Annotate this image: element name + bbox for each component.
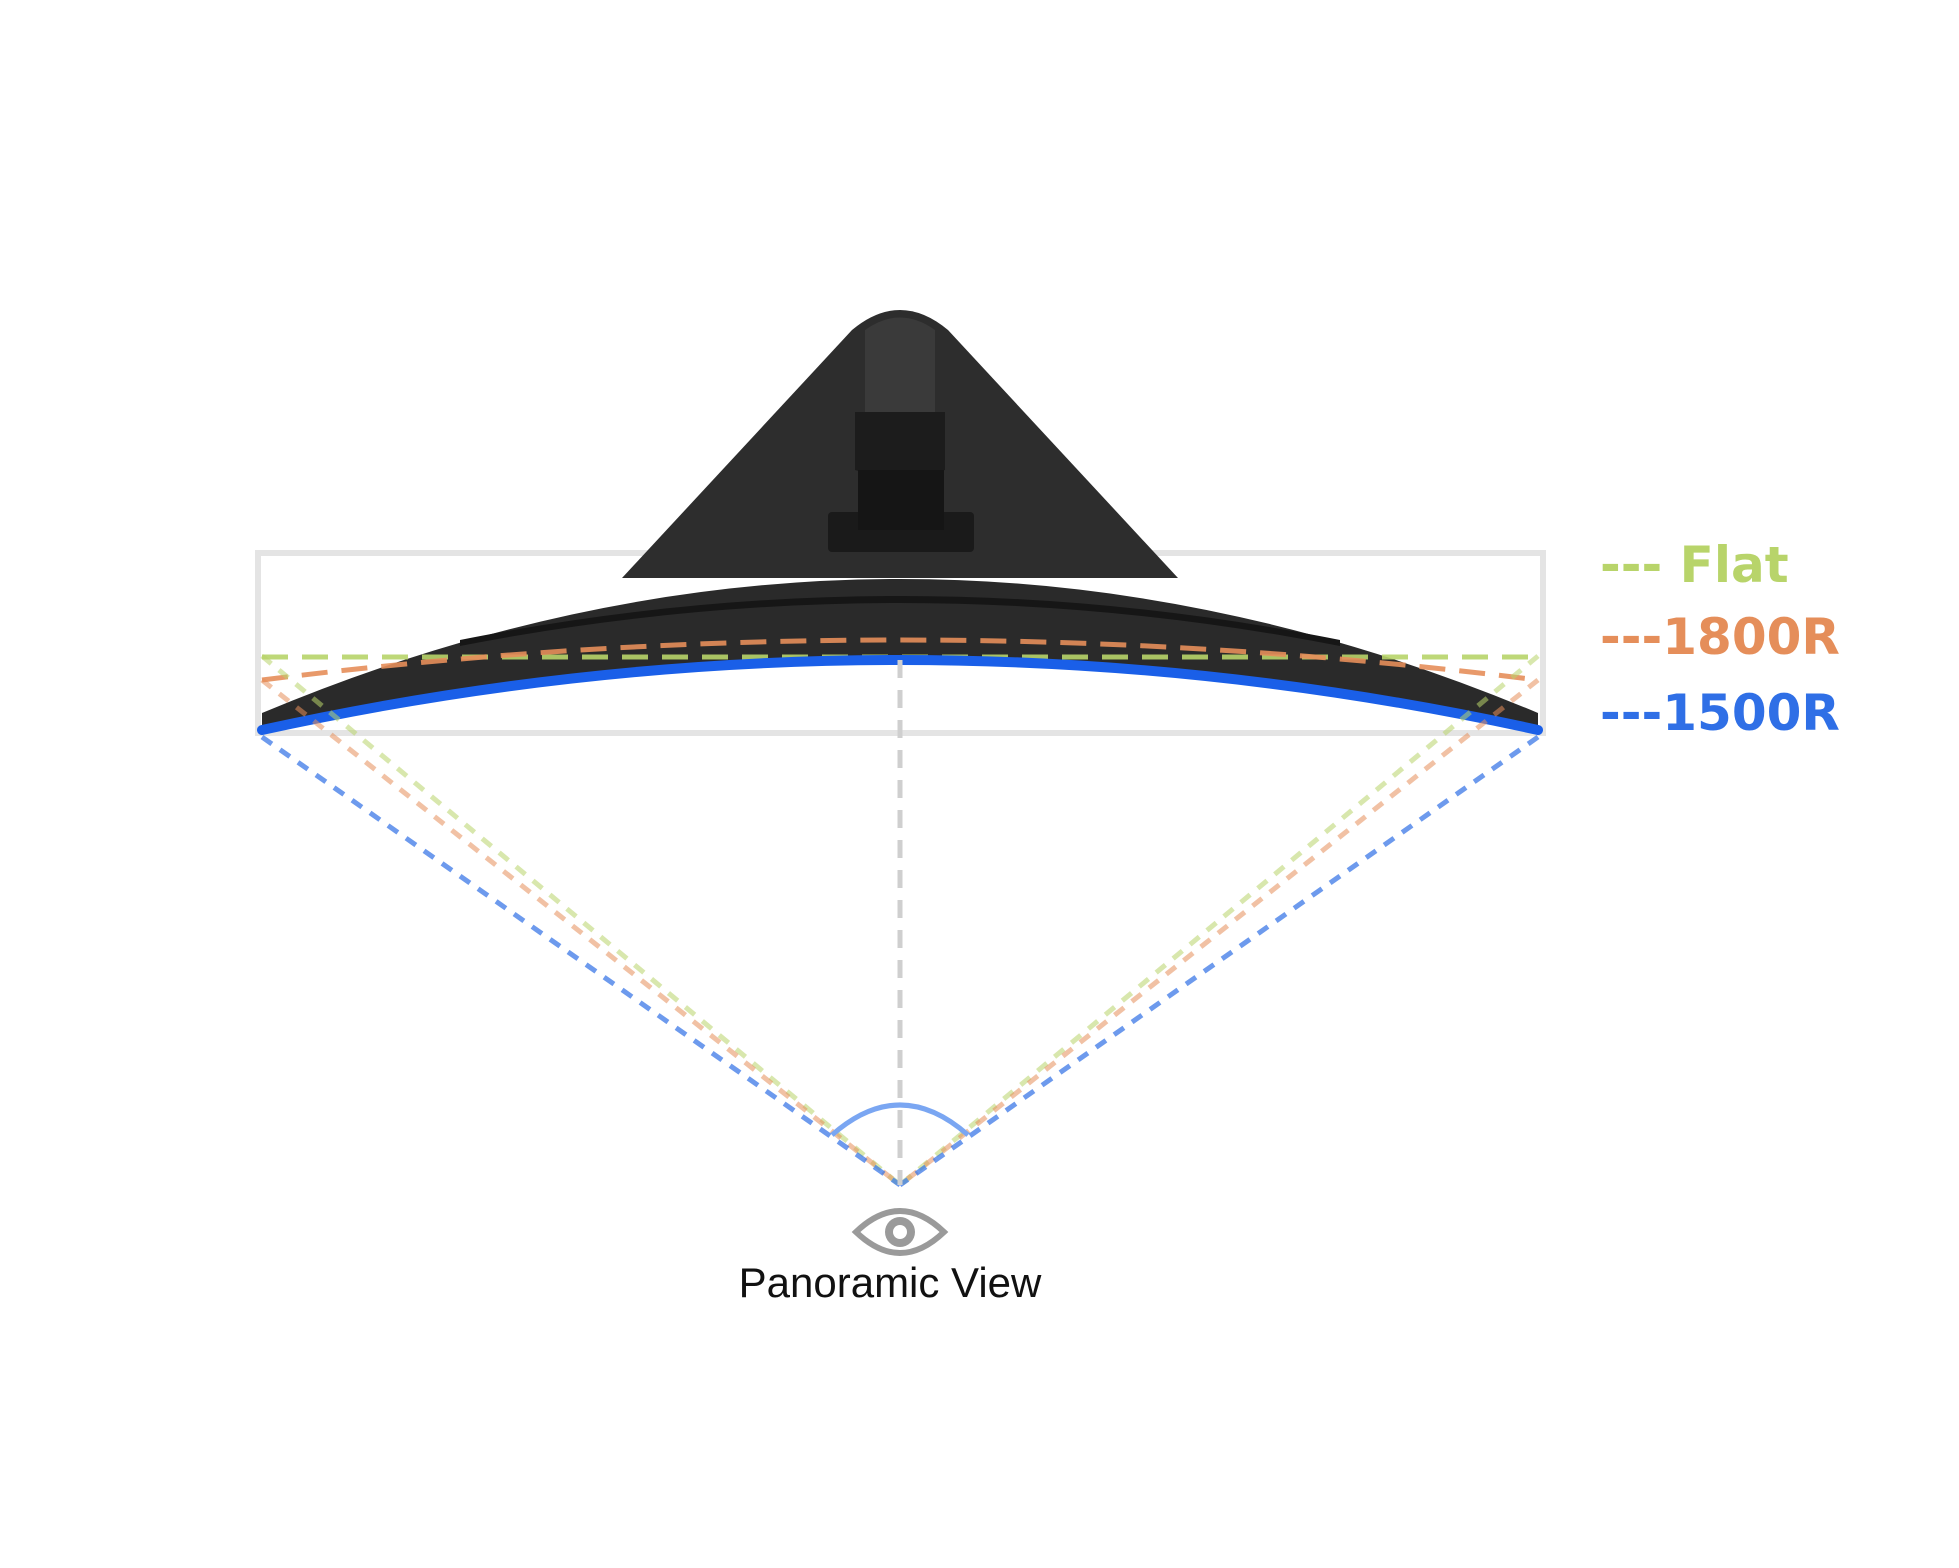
curved-monitor-body (262, 579, 1538, 728)
1800r-line (261, 637, 1539, 683)
legend-1500r: ---1500R (1600, 684, 1840, 742)
monitor-stand (622, 310, 1178, 578)
view-lines (260, 654, 1540, 1188)
view-angle-arc (830, 1102, 970, 1137)
legend-flat: --- Flat (1600, 536, 1789, 594)
legend: --- Flat ---1800R ---1500R (1600, 536, 1840, 742)
legend-1800r: ---1800R (1600, 608, 1840, 666)
caption: Panoramic View (739, 1259, 1042, 1306)
monitor-vent-strip (460, 596, 1340, 646)
eye-icon (851, 1208, 949, 1256)
